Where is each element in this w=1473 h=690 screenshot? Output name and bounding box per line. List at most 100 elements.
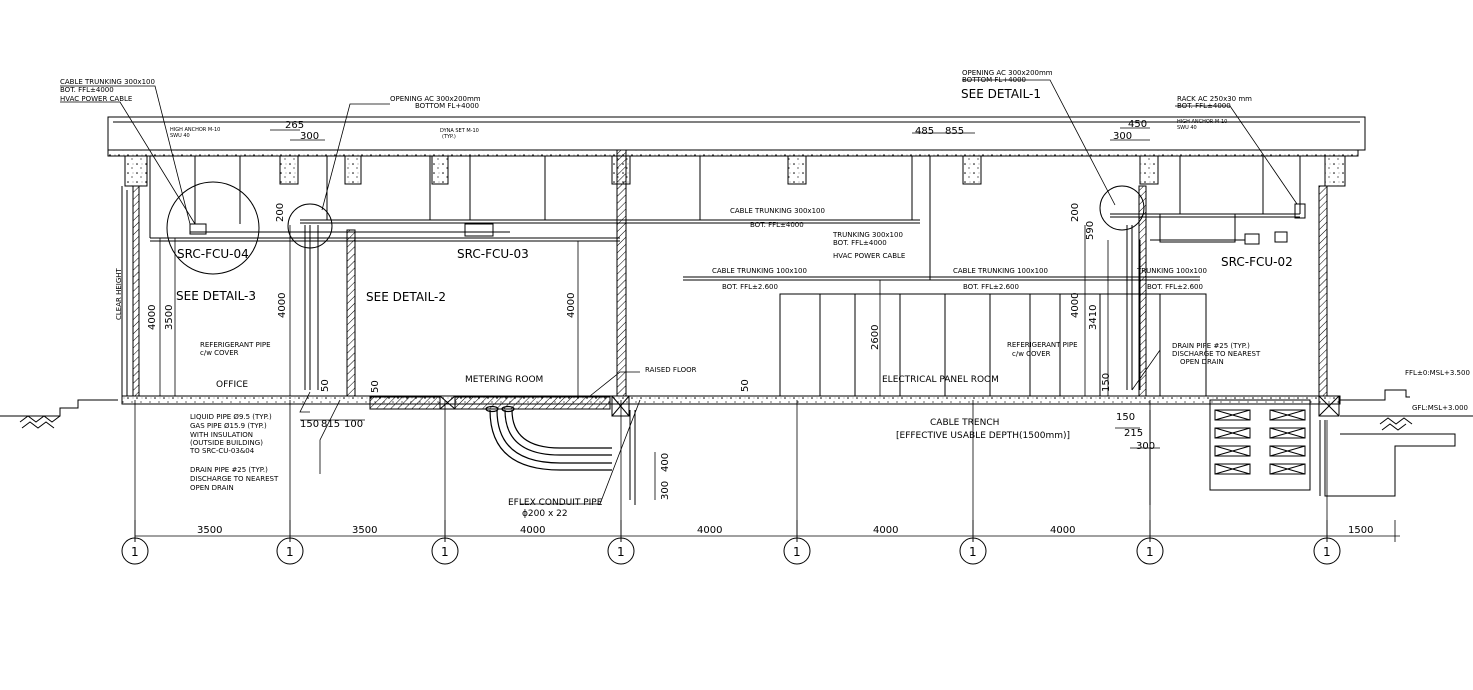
note-ct100-right-2: BOT. FFL±2.600: [1147, 283, 1203, 291]
note-hvac-power-cable: HVAC POWER CABLE: [60, 95, 132, 103]
roof-slab: [107, 116, 1366, 157]
note-dyna-set-2: (TYP.): [442, 134, 456, 140]
room-metering: METERING ROOM: [465, 375, 543, 385]
note-trunking: TRUNKING 300x100: [832, 231, 903, 239]
grid-bubble-label: 1: [1146, 545, 1154, 559]
note-liquid-pipe: LIQUID PIPE Ø9.5 (TYP.): [190, 413, 272, 421]
note-clear-height: CLEAR HEIGHT: [115, 267, 123, 320]
note-cable-trench: CABLE TRENCH: [930, 418, 999, 428]
note-opening-ac-left-2: BOTTOM FL+4000: [415, 102, 479, 110]
grid-span: 1500: [1348, 525, 1373, 536]
note-insulation: WITH INSULATION: [190, 431, 253, 439]
callout-detail3: SEE DETAIL-3: [176, 289, 256, 303]
note-ct100-right: TRUNKING 100x100: [1136, 267, 1207, 275]
note-opening-ac-right: OPENING AC 300x200mm: [962, 69, 1053, 77]
grid-bubble-label: 1: [617, 545, 625, 559]
grid-span: 3500: [352, 525, 377, 536]
grid-span: 4000: [520, 525, 545, 536]
room-electrical: ELECTRICAL PANEL ROOM: [882, 375, 999, 385]
dim-4000c: 4000: [566, 293, 577, 318]
dim-3410: 3410: [1088, 305, 1099, 330]
dim-485: 485: [915, 126, 934, 137]
dim-265: 265: [285, 120, 304, 131]
note-cable-trunking-top: CABLE TRUNKING 300x100: [60, 78, 155, 86]
dim-2600: 2600: [870, 325, 881, 350]
note-refrig-right-2: c/w COVER: [1012, 350, 1051, 358]
dim-4000b: 4000: [277, 293, 288, 318]
note-ct100-left-2: BOT. FFL±2.600: [722, 283, 778, 291]
grid-bubble-label: 1: [441, 545, 449, 559]
note-ct100-mid-2: BOT. FFL±2.600: [963, 283, 1019, 291]
note-drain-left: DRAIN PIPE #25 (TYP.): [190, 466, 268, 474]
note-drain-left-2: DISCHARGE TO NEAREST: [190, 475, 279, 483]
dim-150c: 150: [1116, 412, 1135, 423]
note-cable-trunking-top-bot: BOT. FFL±4000: [60, 86, 114, 94]
dim-200b: 200: [1070, 203, 1081, 222]
grid-span: 4000: [1050, 525, 1075, 536]
callout-fcu04: SRC-FCU-04: [177, 247, 249, 261]
grid-bubble-label: 1: [793, 545, 801, 559]
note-trunking-2: BOT. FFL±4000: [833, 239, 887, 247]
dim-855: 855: [945, 126, 964, 137]
roof-beams: [124, 155, 1346, 187]
grid-bubble-label: 1: [1323, 545, 1331, 559]
dim-150a: 150: [300, 419, 319, 430]
note-to-src-cu: TO SRC-CU-03&04: [189, 447, 255, 455]
callout-detail2: SEE DETAIL-2: [366, 290, 446, 304]
note-drain-right-2: DISCHARGE TO NEAREST: [1172, 350, 1261, 358]
dim-300c: 300: [1136, 441, 1155, 452]
callout-fcu03: SRC-FCU-03: [457, 247, 529, 261]
note-ffl: FFL±0:MSL+3.500: [1405, 369, 1470, 377]
dim-300d: 300: [660, 481, 671, 500]
note-ct100-mid: CABLE TRUNKING 100x100: [953, 267, 1048, 275]
dim-100: 100: [344, 419, 363, 430]
dim-200a: 200: [275, 203, 286, 222]
room-office: OFFICE: [216, 380, 248, 390]
dim-815: 815: [321, 419, 340, 430]
callout-fcu02: SRC-FCU-02: [1221, 255, 1293, 269]
note-cable-trunking-mid-2: BOT. FFL±4000: [750, 221, 804, 229]
note-gas-pipe: GAS PIPE Ø15.9 (TYP.): [190, 422, 267, 430]
ground: [0, 389, 1473, 497]
dim-3500: 3500: [164, 305, 175, 330]
note-refrig-left: REFERIGERANT PIPE: [200, 341, 271, 349]
note-dyna-set: DYNA SET M-10: [440, 128, 479, 134]
note-rack-ac-2: BOT. FFL±4000: [1177, 102, 1231, 110]
dim-450: 450: [1128, 119, 1147, 130]
floor-slab: [121, 395, 1341, 417]
trunking-and-pipes: [149, 156, 1306, 390]
note-high-anchor-left: HIGH ANCHOR M-10: [170, 127, 220, 133]
note-eflex-2: ϕ200 x 22: [522, 509, 568, 519]
dim-150b: 150: [1101, 373, 1112, 392]
dim-300a: 300: [300, 131, 319, 142]
note-drain-right-3: OPEN DRAIN: [1180, 358, 1224, 366]
dim-215: 215: [1124, 428, 1143, 439]
note-high-anchor-right: HIGH ANCHOR M-10: [1177, 119, 1227, 125]
note-gfl: GFL:MSL+3.000: [1412, 404, 1468, 412]
grid-span: 3500: [197, 525, 222, 536]
note-high-anchor-left-2: SWU 40: [170, 133, 190, 139]
dim-4000a: 4000: [147, 305, 158, 330]
note-ct100-left: CABLE TRUNKING 100x100: [712, 267, 807, 275]
dim-50c: 50: [740, 379, 751, 392]
grid-span: 4000: [697, 525, 722, 536]
grid-bubble-label: 1: [969, 545, 977, 559]
callout-detail1: SEE DETAIL-1: [961, 87, 1041, 101]
note-outside: (OUTSIDE BUILDING): [190, 439, 263, 447]
detail-circles: [166, 181, 1145, 275]
note-refrig-left-2: c/w COVER: [200, 349, 239, 357]
dim-300b: 300: [1113, 131, 1132, 142]
note-high-anchor-right-2: SWU 40: [1177, 125, 1197, 131]
note-drain-left-3: OPEN DRAIN: [190, 484, 234, 492]
note-opening-ac-left: OPENING AC 300x200mm: [390, 95, 481, 103]
note-drain-right: DRAIN PIPE #25 (TYP.): [1172, 342, 1250, 350]
cable-trench: [629, 399, 1311, 505]
dim-400: 400: [660, 453, 671, 472]
grid-bubble-label: 1: [286, 545, 294, 559]
dim-590: 590: [1085, 221, 1096, 240]
note-cable-trunking-mid: CABLE TRUNKING 300x100: [730, 207, 825, 215]
dim-50a: 50: [320, 379, 331, 392]
dim-50b: 50: [370, 380, 381, 393]
grid-span: 4000: [873, 525, 898, 536]
